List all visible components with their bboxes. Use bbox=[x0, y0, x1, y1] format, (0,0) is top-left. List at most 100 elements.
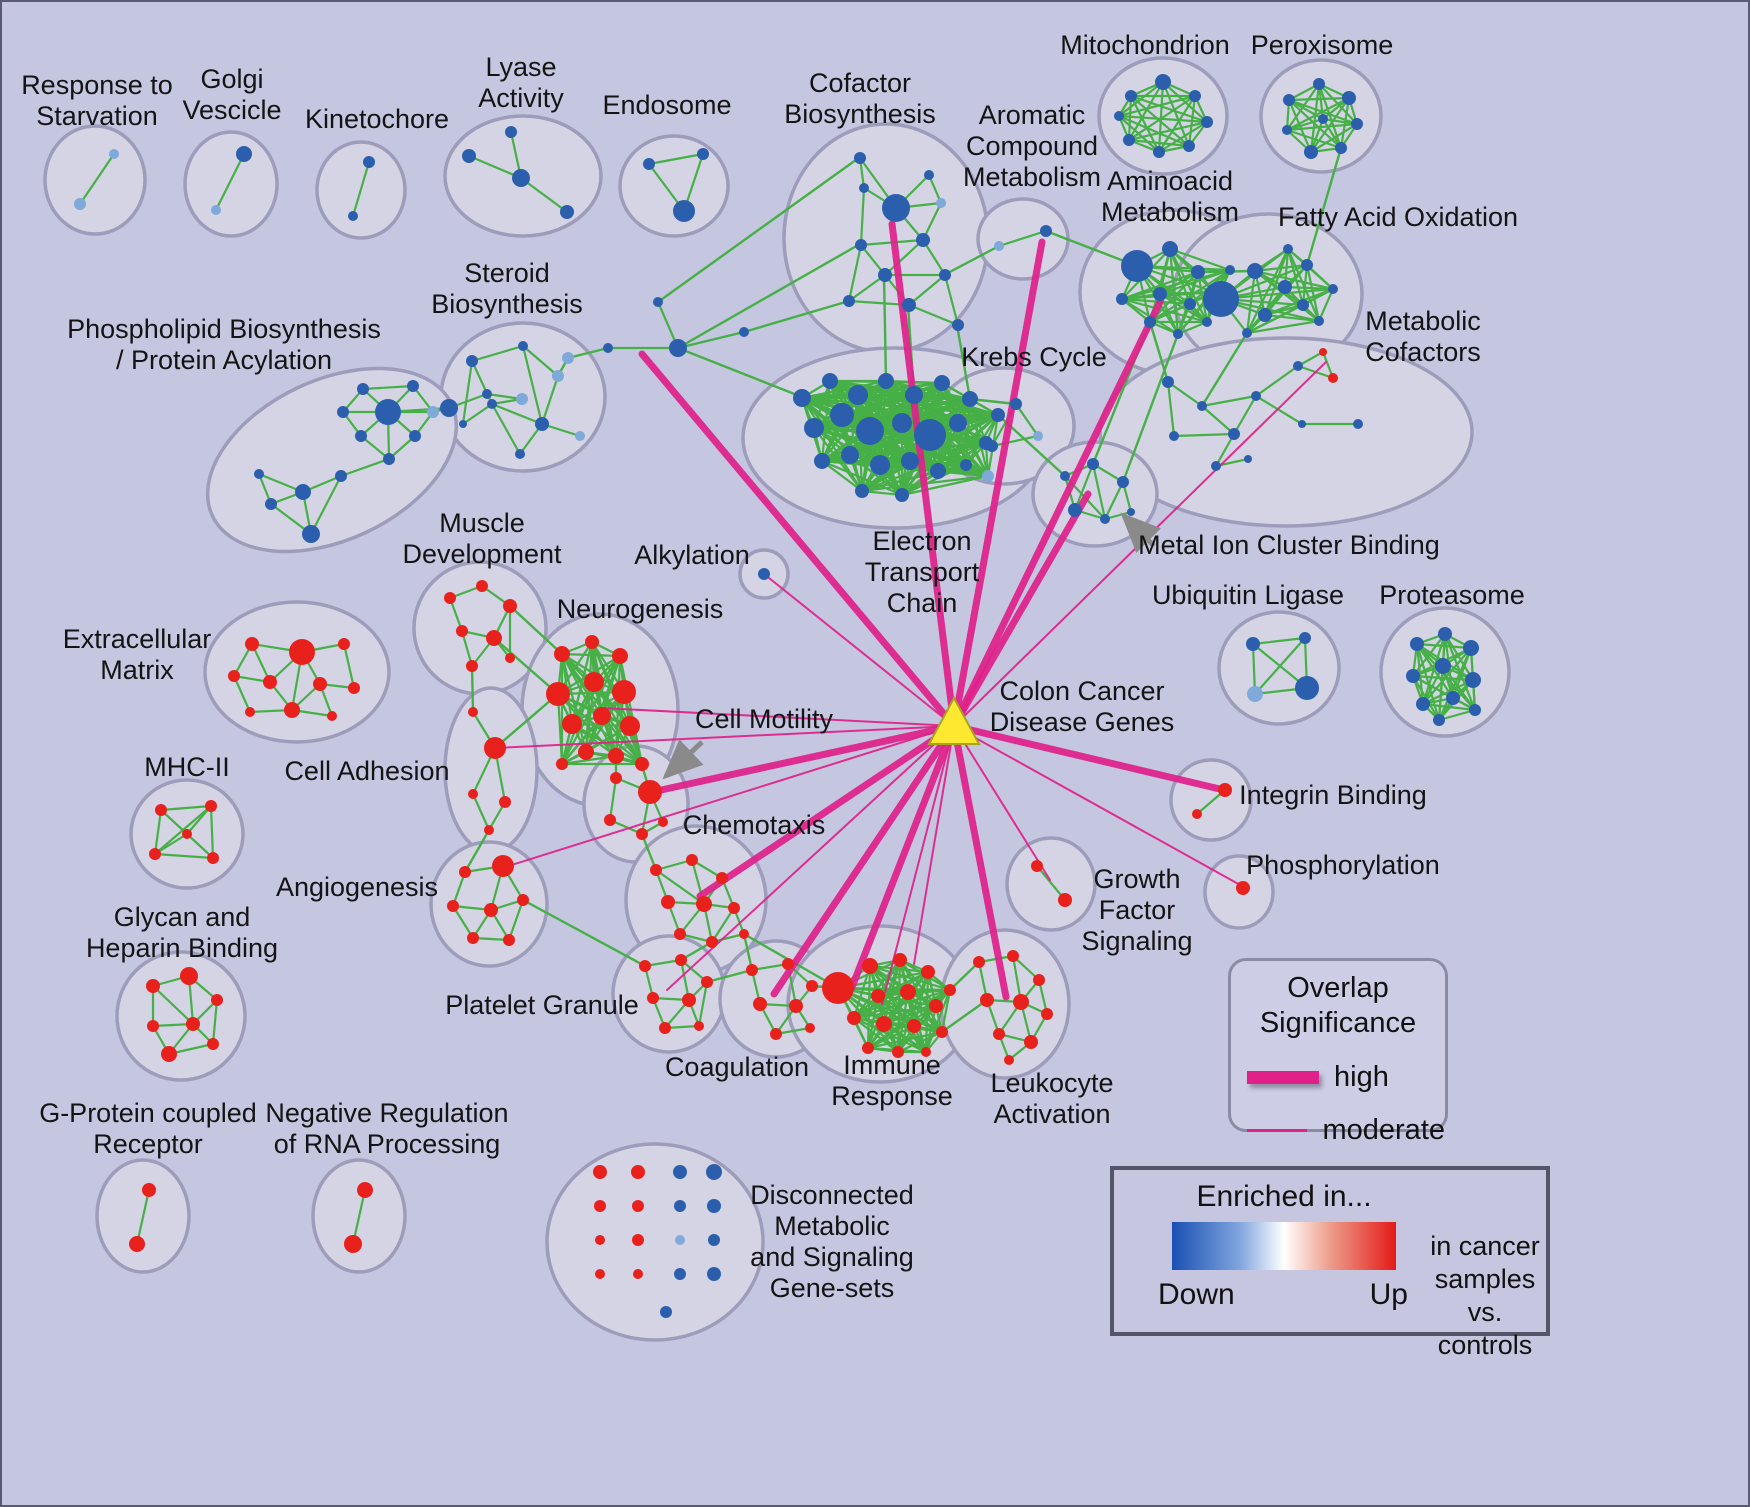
gene-set-node[interactable] bbox=[180, 967, 198, 985]
gene-set-node[interactable] bbox=[1283, 244, 1293, 254]
gene-set-node[interactable] bbox=[902, 298, 916, 312]
gene-set-node[interactable] bbox=[1007, 950, 1019, 962]
gene-set-node[interactable] bbox=[804, 418, 824, 438]
gene-set-node[interactable] bbox=[612, 648, 628, 664]
gene-set-node[interactable] bbox=[1153, 146, 1165, 158]
gene-set-node[interactable] bbox=[892, 1046, 904, 1058]
gene-set-node[interactable] bbox=[1225, 265, 1235, 275]
gene-set-node[interactable] bbox=[467, 932, 479, 944]
gene-set-node[interactable] bbox=[554, 646, 570, 662]
gene-set-node[interactable] bbox=[505, 653, 515, 663]
gene-set-node[interactable] bbox=[855, 239, 867, 251]
gene-set-node[interactable] bbox=[659, 1022, 671, 1034]
gene-set-node[interactable] bbox=[608, 748, 624, 764]
gene-set-node[interactable] bbox=[1465, 672, 1481, 688]
gene-set-node[interactable] bbox=[1313, 78, 1325, 90]
gene-set-node[interactable] bbox=[1242, 328, 1252, 338]
gene-set-node[interactable] bbox=[211, 994, 223, 1006]
gene-set-node[interactable] bbox=[694, 1021, 704, 1031]
gene-set-node[interactable] bbox=[901, 452, 919, 470]
gene-set-node[interactable] bbox=[593, 707, 611, 725]
gene-set-node[interactable] bbox=[1351, 118, 1363, 130]
gene-set-node[interactable] bbox=[905, 386, 923, 404]
gene-set-node[interactable] bbox=[337, 406, 349, 418]
gene-set-node[interactable] bbox=[739, 327, 749, 337]
gene-set-node[interactable] bbox=[1298, 420, 1306, 428]
gene-set-node[interactable] bbox=[1283, 94, 1295, 106]
gene-set-node[interactable] bbox=[344, 1235, 362, 1253]
gene-set-node[interactable] bbox=[1304, 145, 1318, 159]
gene-set-node[interactable] bbox=[674, 1268, 686, 1280]
gene-set-node[interactable] bbox=[1031, 860, 1043, 872]
gene-set-node[interactable] bbox=[459, 420, 467, 428]
gene-set-node[interactable] bbox=[211, 205, 221, 215]
gene-set-node[interactable] bbox=[375, 399, 401, 425]
gene-set-node[interactable] bbox=[916, 233, 930, 247]
gene-set-node[interactable] bbox=[1202, 317, 1212, 327]
gene-set-node[interactable] bbox=[562, 352, 574, 364]
gene-set-node[interactable] bbox=[921, 965, 935, 979]
gene-set-node[interactable] bbox=[595, 1269, 605, 1279]
gene-set-node[interactable] bbox=[1010, 398, 1022, 410]
gene-set-node[interactable] bbox=[643, 158, 655, 170]
gene-set-node[interactable] bbox=[854, 152, 866, 164]
gene-set-node[interactable] bbox=[682, 993, 696, 1007]
gene-set-node[interactable] bbox=[973, 956, 985, 968]
gene-set-node[interactable] bbox=[205, 800, 217, 812]
gene-set-node[interactable] bbox=[1293, 361, 1303, 371]
gene-set-node[interactable] bbox=[1342, 91, 1356, 105]
gene-set-node[interactable] bbox=[1282, 125, 1292, 135]
gene-set-node[interactable] bbox=[1153, 287, 1167, 301]
gene-set-node[interactable] bbox=[1314, 316, 1324, 326]
gene-set-node[interactable] bbox=[636, 828, 648, 840]
gene-set-node[interactable] bbox=[335, 470, 347, 482]
gene-set-node[interactable] bbox=[639, 960, 651, 972]
gene-set-node[interactable] bbox=[914, 419, 946, 451]
gene-set-node[interactable] bbox=[893, 953, 907, 967]
gene-set-node[interactable] bbox=[129, 1236, 145, 1252]
gene-set-node[interactable] bbox=[486, 630, 502, 646]
gene-set-node[interactable] bbox=[505, 126, 517, 138]
gene-set-node[interactable] bbox=[707, 1199, 721, 1213]
gene-set-node[interactable] bbox=[147, 1020, 159, 1032]
gene-set-node[interactable] bbox=[484, 903, 498, 917]
gene-set-node[interactable] bbox=[1353, 419, 1363, 429]
gene-set-node[interactable] bbox=[878, 268, 892, 282]
gene-set-node[interactable] bbox=[1189, 90, 1201, 102]
gene-set-node[interactable] bbox=[289, 639, 315, 665]
gene-set-node[interactable] bbox=[871, 989, 885, 1003]
gene-set-node[interactable] bbox=[1127, 508, 1135, 516]
gene-set-node[interactable] bbox=[924, 170, 934, 180]
gene-set-node[interactable] bbox=[517, 894, 529, 906]
gene-set-node[interactable] bbox=[1117, 476, 1129, 488]
gene-set-node[interactable] bbox=[1218, 783, 1232, 797]
gene-set-node[interactable] bbox=[929, 999, 943, 1013]
gene-set-node[interactable] bbox=[994, 241, 1004, 251]
gene-set-node[interactable] bbox=[843, 295, 855, 307]
gene-set-node[interactable] bbox=[892, 413, 912, 433]
gene-set-node[interactable] bbox=[675, 954, 687, 966]
gene-set-node[interactable] bbox=[939, 269, 951, 281]
gene-set-node[interactable] bbox=[595, 1235, 605, 1245]
gene-set-node[interactable] bbox=[952, 319, 964, 331]
gene-set-node[interactable] bbox=[466, 355, 478, 367]
gene-set-node[interactable] bbox=[1278, 280, 1292, 294]
gene-set-node[interactable] bbox=[348, 682, 360, 694]
gene-set-node[interactable] bbox=[859, 183, 869, 193]
gene-set-node[interactable] bbox=[1435, 658, 1451, 674]
gene-set-node[interactable] bbox=[584, 672, 604, 692]
gene-set-node[interactable] bbox=[1162, 241, 1178, 257]
gene-set-node[interactable] bbox=[895, 488, 909, 502]
gene-set-node[interactable] bbox=[962, 391, 978, 407]
gene-set-node[interactable] bbox=[1033, 431, 1043, 441]
gene-set-node[interactable] bbox=[673, 200, 695, 222]
gene-set-node[interactable] bbox=[535, 417, 549, 431]
gene-set-node[interactable] bbox=[1297, 299, 1309, 311]
gene-set-node[interactable] bbox=[674, 928, 686, 940]
gene-set-node[interactable] bbox=[1144, 316, 1156, 328]
gene-set-node[interactable] bbox=[74, 198, 86, 210]
gene-set-node[interactable] bbox=[1192, 809, 1202, 819]
gene-set-node[interactable] bbox=[793, 389, 811, 407]
gene-set-node[interactable] bbox=[610, 772, 622, 784]
gene-set-node[interactable] bbox=[1251, 391, 1261, 401]
